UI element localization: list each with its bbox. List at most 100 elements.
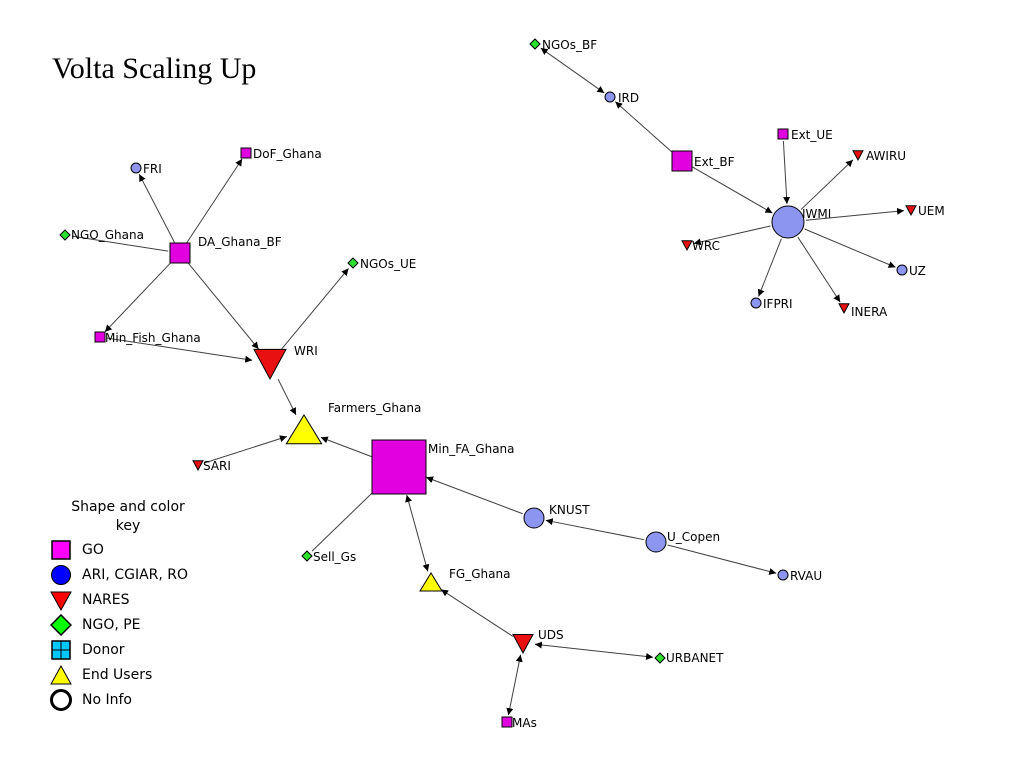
legend-item-ngo: NGO, PE xyxy=(50,613,250,636)
node-label-farmers-ghana: Farmers_Ghana xyxy=(328,401,421,415)
node-knust[interactable] xyxy=(523,507,545,529)
node-label-min-fa-ghana: Min_FA_Ghana xyxy=(428,442,515,456)
legend-item-nares: NARES xyxy=(50,588,250,611)
node-label-ext-ue: Ext_UE xyxy=(791,128,833,142)
edge-DA_Ghana_BF-FRI xyxy=(138,173,175,243)
node-label-iwmi: IWMI xyxy=(802,207,831,221)
edge-UDS-MAs xyxy=(506,654,523,716)
slide-title: Volta Scaling Up xyxy=(52,52,257,85)
legend-item-label: NARES xyxy=(82,591,130,608)
edge-DA_Ghana_BF-NGO_Ghana xyxy=(71,235,169,252)
edge-Ext_BF-IWMI xyxy=(692,166,773,214)
edge-Ext_BF-IRD xyxy=(614,101,674,154)
node-sell-gs[interactable] xyxy=(301,550,313,562)
edge-IWMI-IFPRI xyxy=(757,238,782,297)
node-iwmi[interactable] xyxy=(771,205,805,239)
node-label-min-fish-ghana: Min_Fish_Ghana xyxy=(105,331,201,345)
edges-layer xyxy=(71,47,905,716)
end-users-up-triangle-icon xyxy=(50,664,72,686)
node-label-wrc: WRC xyxy=(692,239,720,253)
node-label-urbanet: URBANET xyxy=(666,651,724,665)
donor-grid-square-icon xyxy=(50,639,72,661)
node-label-fg-ghana: FG_Ghana xyxy=(449,567,510,581)
edge-IWMI-AWIRU xyxy=(800,159,854,210)
legend-item-label: Donor xyxy=(82,641,125,658)
edge-IWMI-WRC xyxy=(693,225,771,246)
node-ext-ue[interactable] xyxy=(777,128,789,140)
node-label-awiru: AWIRU xyxy=(866,149,906,163)
node-uz[interactable] xyxy=(896,264,908,276)
legend-item-label: GO xyxy=(82,541,104,558)
edge-KNUST-Min_FA_Ghana xyxy=(425,476,523,515)
node-urbanet[interactable] xyxy=(654,652,666,664)
legend-item-no-info: No Info xyxy=(50,688,250,711)
node-ngo-ghana[interactable] xyxy=(59,229,71,241)
legend-item-end-users: End Users xyxy=(50,663,250,686)
node-uem[interactable] xyxy=(905,205,917,217)
edge-DA_Ghana_BF-Min_Fish_Ghana xyxy=(104,261,173,333)
edge-IWMI-INERA xyxy=(797,236,841,303)
legend-title-line2: key xyxy=(115,518,141,534)
legend-item-ari: ARI, CGIAR, RO xyxy=(50,563,250,586)
edge-WRI-Farmers_Ghana xyxy=(277,378,297,416)
node-label-sari: SARI xyxy=(203,459,231,473)
legend-item-label: ARI, CGIAR, RO xyxy=(82,566,189,583)
no-info-circle-icon xyxy=(50,688,72,711)
node-da-ghana-bf[interactable] xyxy=(169,242,191,264)
legend-title: Shape and color key xyxy=(50,498,206,536)
node-label-inera: INERA xyxy=(851,305,888,319)
ari-circle-icon xyxy=(50,564,72,586)
node-label-ext-bf: Ext_BF xyxy=(694,155,735,169)
edge-Min_FA_Ghana-Farmers_Ghana xyxy=(320,436,373,458)
node-min-fish-ghana[interactable] xyxy=(94,331,106,343)
node-ext-bf[interactable] xyxy=(671,150,693,172)
node-label-mas: MAs xyxy=(512,716,537,730)
nares-down-triangle-icon xyxy=(50,589,72,611)
node-ifpri[interactable] xyxy=(750,297,762,309)
edge-U_Copen-RVAU xyxy=(667,544,777,575)
node-ngos-bf[interactable] xyxy=(529,38,541,50)
node-farmers-ghana[interactable] xyxy=(285,414,323,445)
node-label-knust: KNUST xyxy=(549,503,590,517)
node-ngos-ue[interactable] xyxy=(347,257,359,269)
node-label-ngos-bf: NGOs_BF xyxy=(542,38,597,52)
node-label-uem: UEM xyxy=(918,204,945,218)
node-mas[interactable] xyxy=(501,716,513,728)
node-label-u-copen: U_Copen xyxy=(667,530,720,544)
node-rvau[interactable] xyxy=(777,569,789,581)
legend: Shape and color key GO ARI, CGIAR, RO NARE… xyxy=(50,498,250,711)
node-label-ngo-ghana: NGO_Ghana xyxy=(71,228,144,242)
legend-item-go: GO xyxy=(50,538,250,561)
edge-WRI-NGOs_UE xyxy=(281,268,349,350)
node-wrc[interactable] xyxy=(681,240,693,252)
edge-UDS-URBANET xyxy=(534,641,654,660)
node-sari[interactable] xyxy=(192,460,204,472)
edge-U_Copen-KNUST xyxy=(545,518,645,541)
node-label-dof-ghana: DoF_Ghana xyxy=(253,147,322,161)
edge-SARI-Farmers_Ghana xyxy=(204,435,288,464)
edge-Min_Fish_Ghana-WRI xyxy=(106,337,253,363)
node-u-copen[interactable] xyxy=(645,531,667,553)
node-wri[interactable] xyxy=(253,348,287,381)
node-label-wri: WRI xyxy=(294,344,318,358)
node-label-uz: UZ xyxy=(909,264,926,278)
edge-IWMI-UEM xyxy=(805,207,905,221)
node-dof-ghana[interactable] xyxy=(240,147,252,159)
node-awiru[interactable] xyxy=(852,150,864,162)
node-fg-ghana[interactable] xyxy=(419,572,443,592)
node-min-fa-ghana[interactable] xyxy=(371,439,427,495)
node-ird[interactable] xyxy=(604,91,616,103)
node-label-da-ghana-bf: DA_Ghana_BF xyxy=(198,235,282,249)
node-uds[interactable] xyxy=(512,634,534,655)
legend-item-label: End Users xyxy=(82,666,153,683)
legend-item-label: NGO, PE xyxy=(82,616,141,633)
node-label-sell-gs: Sell_Gs xyxy=(313,550,356,564)
node-fri[interactable] xyxy=(130,162,142,174)
node-inera[interactable] xyxy=(838,303,850,315)
nodes-layer xyxy=(59,38,917,728)
edge-Min_FA_Ghana-Sell_Gs xyxy=(311,486,379,552)
go-square-icon xyxy=(50,539,72,561)
